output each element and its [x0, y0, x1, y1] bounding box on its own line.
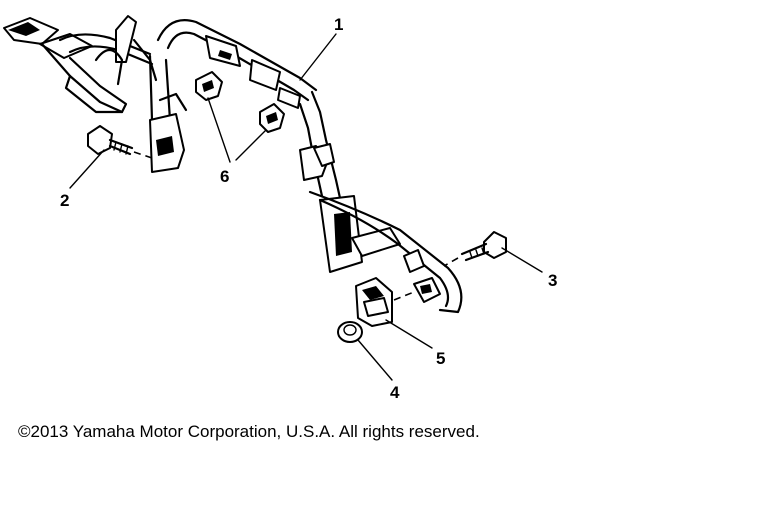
parts-diagram: 1 2 3 4 5 6 — [3, 15, 557, 402]
leader-lines — [69, 33, 543, 381]
nut-part-4 — [337, 321, 363, 343]
callout-3: 3 — [548, 271, 557, 290]
clips-part-6 — [195, 71, 285, 133]
copyright-notice: ©2013 Yamaha Motor Corporation, U.S.A. A… — [18, 422, 480, 441]
callout-1: 1 — [334, 15, 343, 34]
callout-6: 6 — [220, 167, 229, 186]
callout-5: 5 — [436, 349, 445, 368]
bracket-frame — [3, 15, 463, 314]
clamp-part-5 — [355, 277, 415, 327]
callout-2: 2 — [60, 191, 69, 210]
callout-4: 4 — [390, 383, 400, 402]
bolt-part-2 — [87, 125, 153, 159]
bolt-part-3 — [443, 231, 507, 267]
